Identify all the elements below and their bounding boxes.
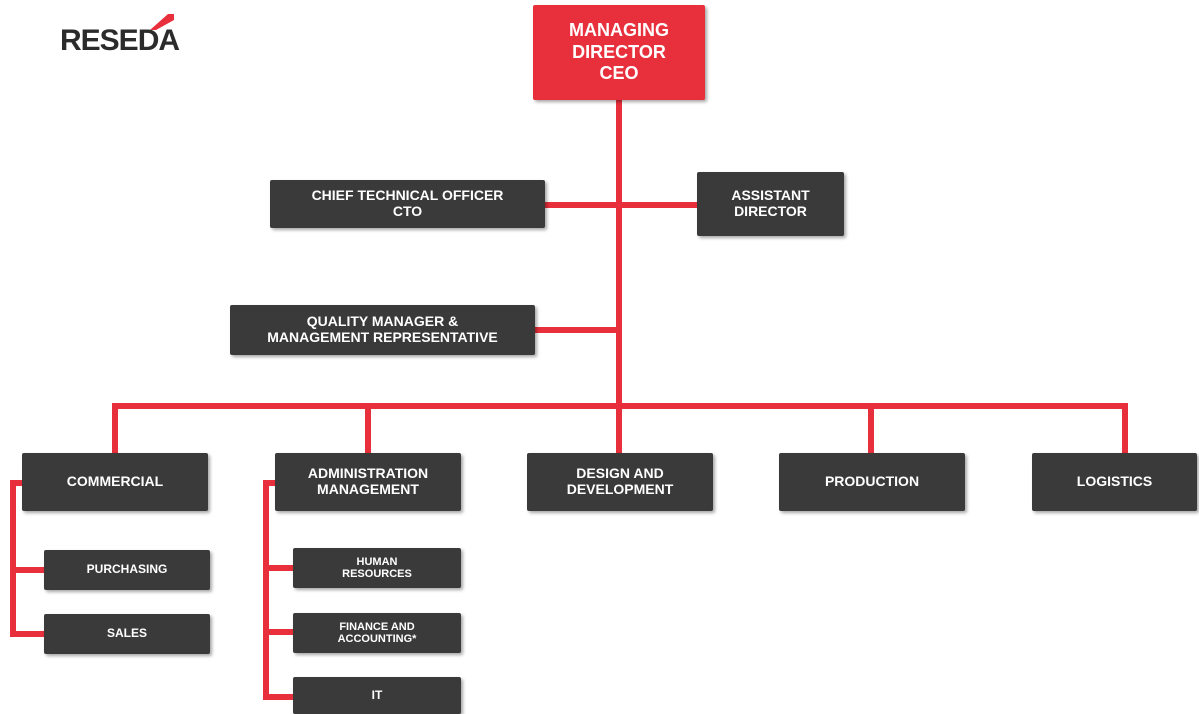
reseda-logo: RESEDA bbox=[60, 14, 200, 58]
managing-director-box: MANAGING DIRECTOR CEO bbox=[533, 5, 705, 100]
production-label: PRODUCTION bbox=[824, 473, 920, 490]
commercial-label: COMMERCIAL bbox=[66, 473, 164, 490]
administration-management-box: ADMINISTRATION MANAGEMENT bbox=[275, 453, 461, 511]
administration-management-label: ADMINISTRATION MANAGEMENT bbox=[307, 465, 429, 497]
sales-label: SALES bbox=[106, 626, 147, 641]
design-development-label: DESIGN AND DEVELOPMENT bbox=[566, 465, 674, 497]
logo-text: RESEDA bbox=[60, 24, 180, 57]
quality-manager-box: QUALITY MANAGER & MANAGEMENT REPRESENTAT… bbox=[230, 305, 535, 355]
assistant-director-box: ASSISTANT DIRECTOR bbox=[697, 172, 844, 236]
it-box: IT bbox=[293, 677, 461, 714]
quality-manager-label: QUALITY MANAGER & MANAGEMENT REPRESENTAT… bbox=[267, 313, 498, 345]
it-label: IT bbox=[371, 687, 383, 702]
purchasing-label: PURCHASING bbox=[86, 562, 168, 577]
logistics-label: LOGISTICS bbox=[1076, 473, 1153, 490]
assistant-director-label: ASSISTANT DIRECTOR bbox=[731, 187, 810, 219]
cto-label: CHIEF TECHNICAL OFFICER CTO bbox=[311, 187, 504, 219]
human-resources-box: HUMAN RESOURCES bbox=[293, 548, 461, 588]
purchasing-box: PURCHASING bbox=[44, 550, 210, 590]
finance-accounting-label: FINANCE AND ACCOUNTING* bbox=[337, 620, 417, 645]
sales-box: SALES bbox=[44, 614, 210, 654]
finance-accounting-box: FINANCE AND ACCOUNTING* bbox=[293, 613, 461, 653]
human-resources-label: HUMAN RESOURCES bbox=[342, 555, 412, 580]
logo-flag-icon bbox=[150, 14, 174, 30]
production-box: PRODUCTION bbox=[779, 453, 965, 511]
commercial-box: COMMERCIAL bbox=[22, 453, 208, 511]
logistics-box: LOGISTICS bbox=[1032, 453, 1197, 511]
managing-director-label: MANAGING DIRECTOR CEO bbox=[569, 20, 669, 84]
cto-box: CHIEF TECHNICAL OFFICER CTO bbox=[270, 180, 545, 228]
design-development-box: DESIGN AND DEVELOPMENT bbox=[527, 453, 713, 511]
